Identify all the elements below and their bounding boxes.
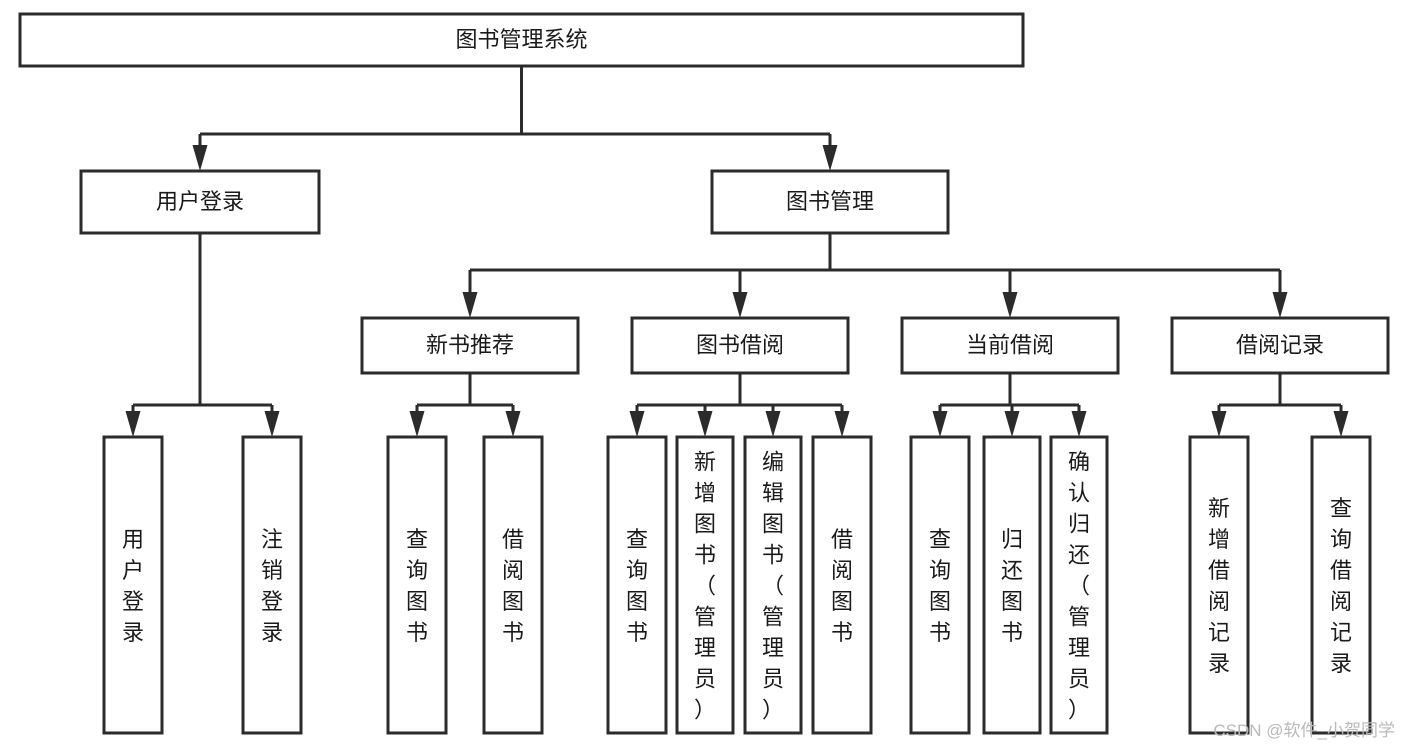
node-box-leaf-query-book-3[interactable] [909,435,971,735]
connector-group-user-login [125,233,280,437]
node-label-leaf-add-book: 新增图书（管理员） [694,450,716,723]
node-label-leaf-query-book-1: 查询图书 [406,527,428,645]
node-label-leaf-query-book-2: 查询图书 [626,527,648,645]
node-box-borrow-record[interactable] [1170,316,1390,375]
node-box-user-login[interactable] [79,169,321,235]
node-leaf-borrow-book-1[interactable]: 借阅图书 [482,435,544,735]
node-book-borrow[interactable]: 图书借阅 [630,316,850,375]
arrow-head [834,411,850,437]
arrow-head [1272,292,1288,318]
arrow-head [732,292,748,318]
node-box-leaf-query-record[interactable] [1310,435,1372,735]
arrow-head [1004,411,1020,437]
node-label-leaf-query-record: 查询借阅记录 [1330,496,1352,676]
node-leaf-query-book-1[interactable]: 查询图书 [386,435,448,735]
connector-group-book-manage [462,233,1288,318]
node-label-user-login: 用户登录 [156,189,244,214]
node-leaf-query-book-2[interactable]: 查询图书 [606,435,668,735]
arrow-head [697,411,713,437]
arrow-head [462,292,478,318]
node-box-leaf-borrow-book-2[interactable] [811,435,873,735]
node-box-leaf-user-login[interactable] [102,435,164,735]
node-box-leaf-query-book-2[interactable] [606,435,668,735]
node-label-leaf-query-book-3: 查询图书 [929,527,951,645]
arrow-head [765,411,781,437]
node-leaf-return-book[interactable]: 归还图书 [982,435,1042,735]
arrow-head [192,145,208,171]
node-leaf-confirm-return[interactable]: 确认归还（管理员） [1049,435,1109,735]
node-label-leaf-user-login: 用户登录 [122,527,144,645]
node-label-current-borrow: 当前借阅 [966,332,1054,357]
node-box-leaf-add-record[interactable] [1188,435,1250,735]
node-leaf-query-book-3[interactable]: 查询图书 [909,435,971,735]
node-leaf-query-record[interactable]: 查询借阅记录 [1310,435,1372,735]
node-leaf-add-record[interactable]: 新增借阅记录 [1188,435,1250,735]
arrow-head [1211,411,1227,437]
node-box-leaf-borrow-book-1[interactable] [482,435,544,735]
node-label-book-manage: 图书管理 [786,189,874,214]
node-box-current-borrow[interactable] [900,316,1120,375]
node-leaf-user-login[interactable]: 用户登录 [102,435,164,735]
arrow-head [409,411,425,437]
node-label-book-borrow: 图书借阅 [696,332,784,357]
node-label-leaf-confirm-return: 确认归还（管理员） [1068,450,1090,723]
node-label-leaf-borrow-book-2: 借阅图书 [831,527,853,645]
node-label-leaf-return-book: 归还图书 [1001,527,1023,645]
node-user-login[interactable]: 用户登录 [79,169,321,235]
node-label-leaf-logout: 注销登录 [261,527,283,645]
connector-group-current-borrow [932,373,1087,437]
node-root[interactable]: 图书管理系统 [18,12,1025,68]
node-book-manage[interactable]: 图书管理 [710,169,950,235]
arrow-head [1333,411,1349,437]
connector-group-borrow-record [1211,373,1349,437]
watermark: CSDN @软件_小贺同学 [1213,721,1395,740]
arrow-head [1002,292,1018,318]
node-box-book-borrow[interactable] [630,316,850,375]
node-current-borrow[interactable]: 当前借阅 [900,316,1120,375]
arrow-head [125,411,141,437]
connector-layer [125,66,1349,437]
connector-group-root [192,66,838,171]
node-box-leaf-return-book[interactable] [982,435,1042,735]
node-leaf-edit-book[interactable]: 编辑图书（管理员） [743,435,803,735]
node-leaf-add-book[interactable]: 新增图书（管理员） [675,435,735,735]
node-new-book-rec[interactable]: 新书推荐 [360,316,580,375]
node-label-borrow-record: 借阅记录 [1236,332,1324,357]
arrow-head [264,411,280,437]
arrow-head [932,411,948,437]
node-box-book-manage[interactable] [710,169,950,235]
connector-group-book-borrow [629,373,850,437]
node-box-leaf-add-book[interactable] [675,435,735,735]
node-box-leaf-confirm-return[interactable] [1049,435,1109,735]
arrow-head [822,145,838,171]
node-box-leaf-query-book-1[interactable] [386,435,448,735]
node-layer: 图书管理系统用户登录图书管理新书推荐图书借阅当前借阅借阅记录用户登录注销登录查询… [18,12,1390,735]
node-label-leaf-add-record: 新增借阅记录 [1208,496,1230,676]
node-label-leaf-edit-book: 编辑图书（管理员） [762,450,784,723]
node-label-new-book-rec: 新书推荐 [426,332,514,357]
arrow-head [505,411,521,437]
arrow-head [629,411,645,437]
node-leaf-logout[interactable]: 注销登录 [241,435,303,735]
node-leaf-borrow-book-2[interactable]: 借阅图书 [811,435,873,735]
node-box-leaf-edit-book[interactable] [743,435,803,735]
node-borrow-record[interactable]: 借阅记录 [1170,316,1390,375]
node-label-leaf-borrow-book-1: 借阅图书 [502,527,524,645]
node-box-new-book-rec[interactable] [360,316,580,375]
arrow-head [1071,411,1087,437]
node-box-leaf-logout[interactable] [241,435,303,735]
connector-group-new-book-rec [409,373,521,437]
node-label-root: 图书管理系统 [455,27,587,52]
node-box-root[interactable] [18,12,1025,68]
